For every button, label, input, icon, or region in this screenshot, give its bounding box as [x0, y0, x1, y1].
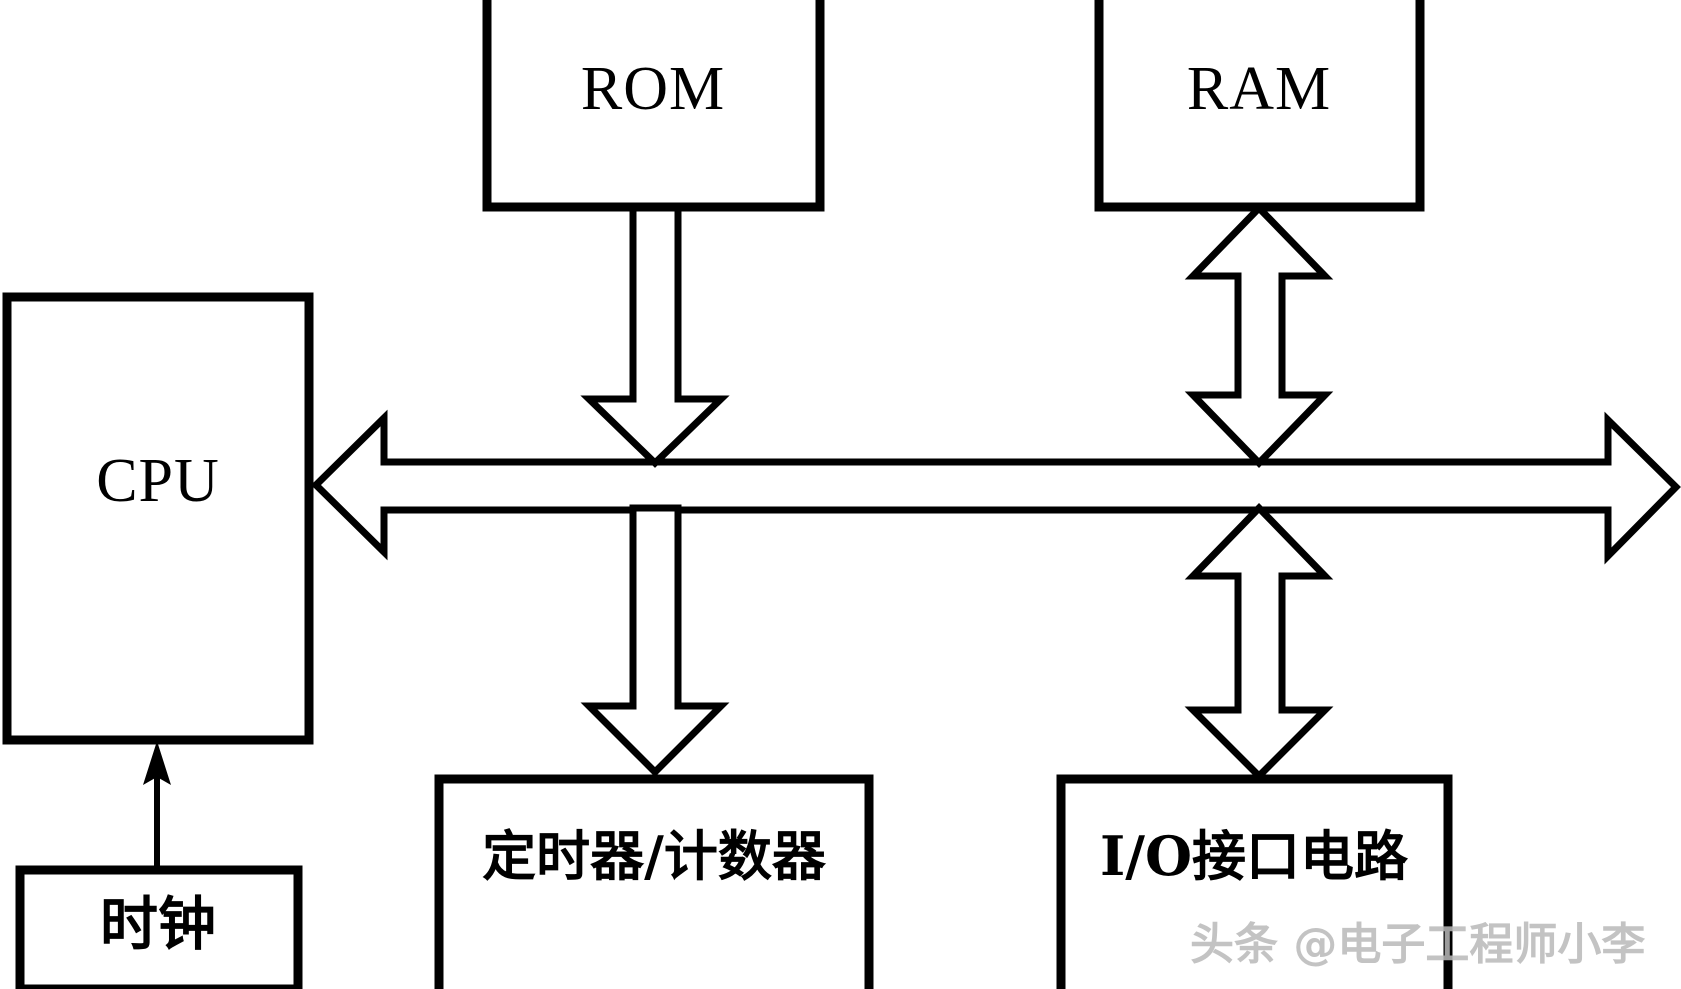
block-io-interface-label: I/O接口电路	[1100, 824, 1409, 888]
connector-bus-to-timer	[580, 504, 730, 777]
connector-rom-to-bus	[580, 203, 730, 468]
block-timer-counter[interactable]: 定时器/计数器	[434, 774, 874, 989]
block-ram-label: RAM	[1187, 55, 1331, 123]
block-cpu-label: CPU	[96, 447, 220, 515]
block-rom-label: ROM	[581, 55, 725, 123]
connector-clock-to-cpu	[143, 741, 171, 868]
connector-bus-io-bidirectional	[1184, 502, 1334, 781]
block-ram[interactable]: RAM	[1094, 0, 1425, 212]
block-clock[interactable]: 时钟	[15, 865, 303, 989]
block-cpu[interactable]: CPU	[2, 292, 314, 745]
connector-ram-bus-bidirectional	[1184, 202, 1334, 469]
block-io-interface[interactable]: I/O接口电路	[1056, 774, 1453, 989]
connector-system-bus	[311, 409, 1681, 565]
block-rom[interactable]: ROM	[482, 0, 825, 212]
watermark-label: 头条 @电子工程师小李	[1190, 919, 1645, 970]
block-clock-label: 时钟	[100, 890, 216, 958]
block-timer-counter-label: 定时器/计数器	[482, 824, 827, 888]
